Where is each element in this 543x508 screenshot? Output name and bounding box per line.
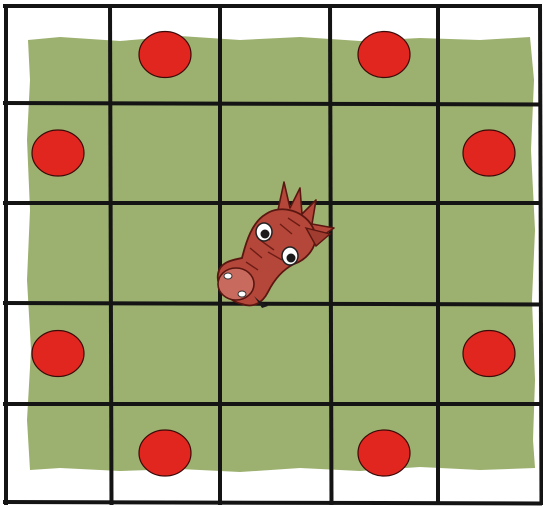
grid-line-vertical: [110, 4, 112, 505]
grid-line-vertical: [540, 4, 542, 505]
grid-line-horizontal: [3, 303, 542, 305]
move-marker[interactable]: [139, 430, 191, 476]
move-marker[interactable]: [463, 130, 515, 176]
move-marker[interactable]: [32, 331, 84, 377]
move-marker[interactable]: [358, 430, 410, 476]
grid-line-vertical: [330, 4, 332, 505]
grid-line-horizontal: [3, 103, 542, 105]
move-marker[interactable]: [358, 32, 410, 78]
move-marker[interactable]: [32, 130, 84, 176]
grid-line-horizontal: [3, 502, 542, 504]
move-marker[interactable]: [463, 331, 515, 377]
move-marker[interactable]: [139, 32, 191, 78]
